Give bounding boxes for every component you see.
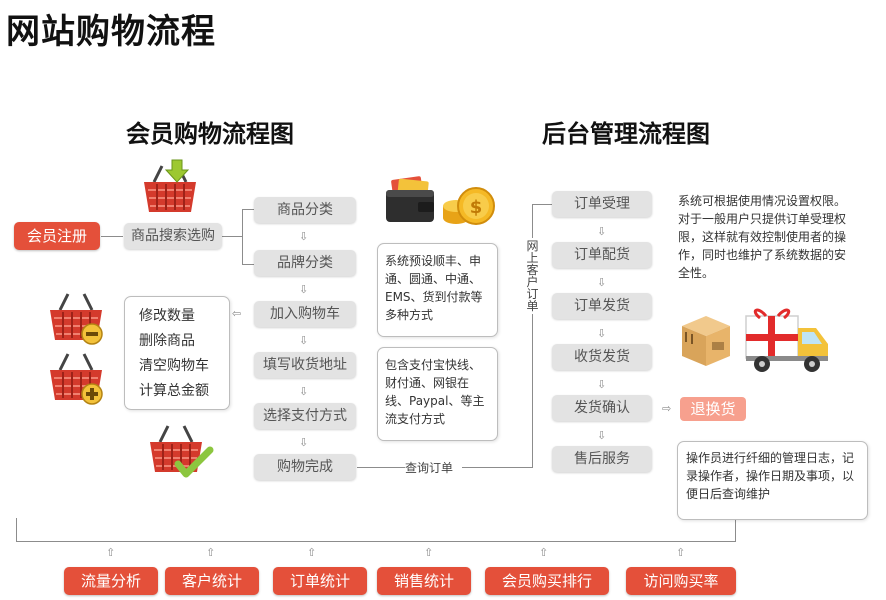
down-arrow-icon: ⇩ bbox=[597, 327, 607, 340]
basket-minus-icon bbox=[50, 293, 103, 345]
member-flow-step-6[interactable]: 购物完成 bbox=[254, 454, 356, 480]
stat-member-ranking-button[interactable]: 会员购买排行 bbox=[485, 567, 609, 595]
down-arrow-icon: ⇩ bbox=[597, 378, 607, 391]
return-exchange-button[interactable]: 退换货 bbox=[680, 397, 746, 421]
operation-log-note: 操作员进行纤细的管理日志，记录操作者，操作日期及事项，以便日后查询维护 bbox=[686, 451, 855, 501]
connector-line bbox=[532, 204, 533, 468]
cart-op-item: 修改数量 bbox=[139, 308, 195, 324]
shipping-methods-box: 系统预设顺丰、申通、圆通、中通、EMS、货到付款等多种方式 bbox=[377, 243, 498, 337]
page-title: 网站购物流程 bbox=[6, 12, 216, 52]
left-arrow-icon: ⇦ bbox=[232, 307, 242, 320]
up-arrow-icon: ⇧ bbox=[676, 546, 686, 559]
coins-icon: $ bbox=[443, 187, 495, 225]
admin-flow-step-5[interactable]: 发货确认 bbox=[552, 395, 652, 421]
up-arrow-icon: ⇧ bbox=[106, 546, 116, 559]
connector-line bbox=[16, 518, 17, 542]
query-order-label: 查询订单 bbox=[405, 461, 454, 475]
member-register-button[interactable]: 会员注册 bbox=[14, 222, 100, 250]
down-arrow-icon: ⇩ bbox=[597, 225, 607, 238]
basket-check-icon bbox=[150, 425, 214, 478]
cart-op-item: 计算总金额 bbox=[139, 383, 209, 399]
admin-flow-step-1[interactable]: 订单受理 bbox=[552, 191, 652, 217]
connector-line bbox=[242, 209, 243, 265]
admin-flow-step-4[interactable]: 收货发货 bbox=[552, 344, 652, 370]
payment-methods-box: 包含支付宝快线、财付通、网银在线、Paypal、等主流支付方式 bbox=[377, 347, 498, 441]
down-arrow-icon: ⇩ bbox=[597, 429, 607, 442]
product-search-box[interactable]: 商品搜索选购 bbox=[124, 223, 222, 249]
down-arrow-icon: ⇩ bbox=[299, 283, 309, 296]
connector-line bbox=[532, 204, 552, 205]
member-flow-title: 会员购物流程图 bbox=[126, 120, 294, 148]
up-arrow-icon: ⇧ bbox=[539, 546, 549, 559]
permission-note: 系统可根据使用情况设置权限。对于一般用户只提供订单受理权限，这样就有效控制使用者… bbox=[678, 194, 847, 280]
admin-flow-title: 后台管理流程图 bbox=[542, 120, 710, 148]
member-flow-step-1[interactable]: 商品分类 bbox=[254, 197, 356, 223]
stat-customer-button[interactable]: 客户统计 bbox=[165, 567, 259, 595]
down-arrow-icon: ⇩ bbox=[597, 276, 607, 289]
shipping-methods-note: 系统预设顺丰、申通、圆通、中通、EMS、货到付款等多种方式 bbox=[385, 254, 483, 322]
connector-line bbox=[242, 209, 254, 210]
connector-line bbox=[242, 264, 254, 265]
connector-line bbox=[222, 236, 242, 237]
stat-visit-purchase-rate-button[interactable]: 访问购买率 bbox=[626, 567, 736, 595]
cart-operations-box: 修改数量 删除商品 清空购物车 计算总金额 bbox=[124, 296, 230, 410]
stat-traffic-analysis-button[interactable]: 流量分析 bbox=[64, 567, 158, 595]
down-arrow-icon: ⇩ bbox=[299, 334, 309, 347]
member-flow-step-3[interactable]: 加入购物车 bbox=[254, 301, 356, 327]
operation-log-box: 操作员进行纤细的管理日志，记录操作者，操作日期及事项，以便日后查询维护 bbox=[677, 441, 868, 520]
up-arrow-icon: ⇧ bbox=[307, 546, 317, 559]
payment-methods-note: 包含支付宝快线、财付通、网银在线、Paypal、等主流支付方式 bbox=[385, 358, 485, 426]
basket-plus-icon bbox=[50, 353, 103, 405]
stat-sales-button[interactable]: 销售统计 bbox=[377, 567, 471, 595]
cart-op-item: 清空购物车 bbox=[139, 358, 209, 374]
wallet-icon bbox=[386, 176, 434, 222]
down-arrow-icon: ⇩ bbox=[299, 436, 309, 449]
cart-op-item: 删除商品 bbox=[139, 333, 195, 349]
admin-flow-step-6[interactable]: 售后服务 bbox=[552, 446, 652, 472]
member-flow-step-5[interactable]: 选择支付方式 bbox=[254, 403, 356, 429]
delivery-truck-icon bbox=[745, 308, 828, 372]
connector-line bbox=[735, 518, 736, 542]
admin-flow-step-3[interactable]: 订单发货 bbox=[552, 293, 652, 319]
connector-line bbox=[16, 541, 736, 542]
up-arrow-icon: ⇧ bbox=[206, 546, 216, 559]
right-arrow-icon: ⇨ bbox=[662, 402, 672, 415]
admin-flow-step-2[interactable]: 订单配货 bbox=[552, 242, 652, 268]
connector-line bbox=[101, 236, 123, 237]
connector-line bbox=[462, 467, 532, 468]
online-order-label: 网上客户订单 bbox=[526, 238, 539, 314]
svg-text:$: $ bbox=[470, 197, 483, 218]
basket-download-icon bbox=[144, 159, 196, 212]
down-arrow-icon: ⇩ bbox=[299, 230, 309, 243]
down-arrow-icon: ⇩ bbox=[299, 385, 309, 398]
member-flow-step-2[interactable]: 品牌分类 bbox=[254, 250, 356, 276]
package-icon bbox=[682, 316, 730, 366]
connector-line bbox=[357, 467, 405, 468]
up-arrow-icon: ⇧ bbox=[424, 546, 434, 559]
member-flow-step-4[interactable]: 填写收货地址 bbox=[254, 352, 356, 378]
stat-order-button[interactable]: 订单统计 bbox=[273, 567, 367, 595]
